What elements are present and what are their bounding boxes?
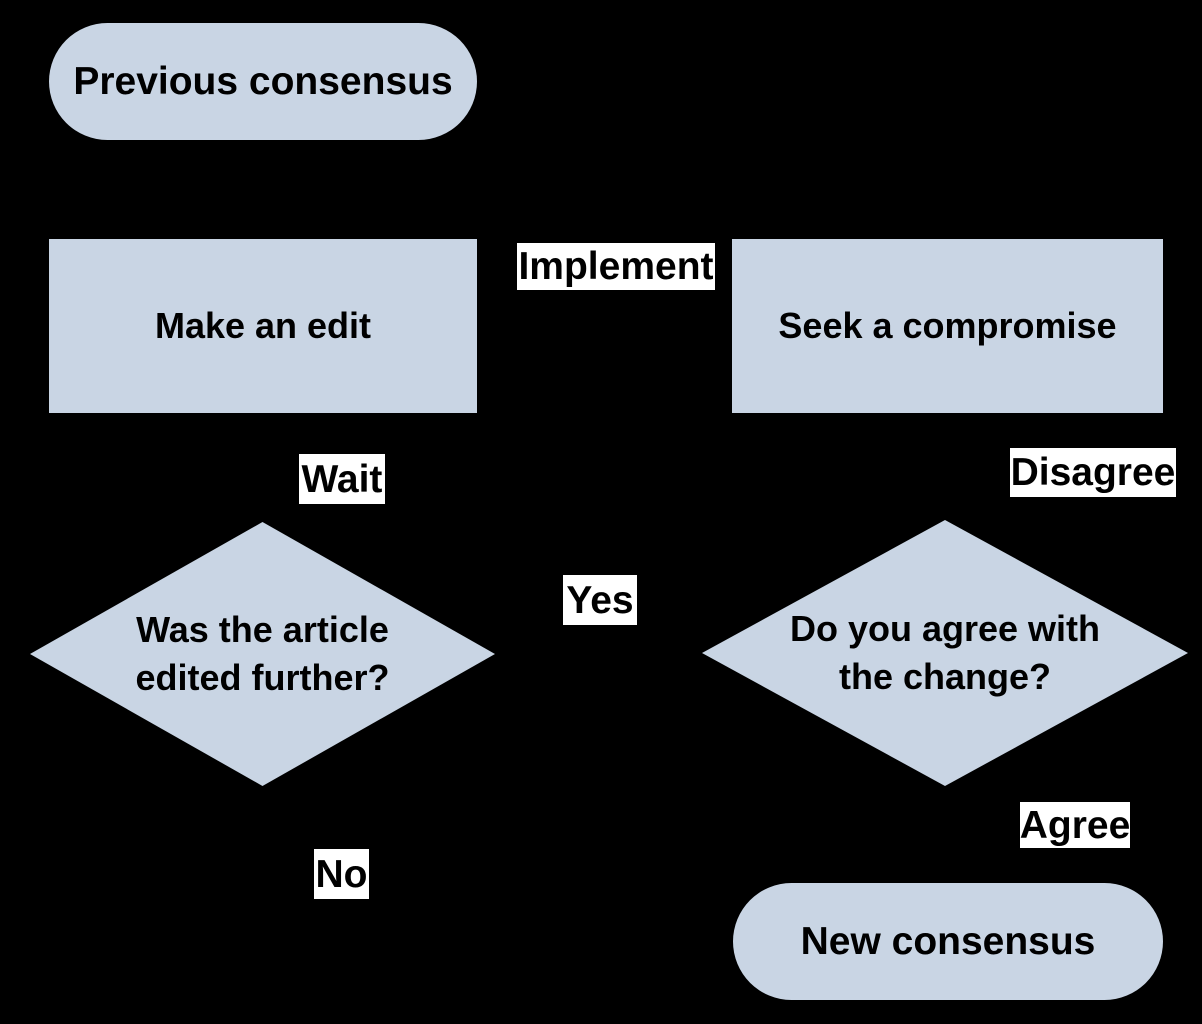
disagree-label-text: Disagree <box>1010 451 1176 494</box>
edge-label-yes: Yes <box>563 575 637 625</box>
seek-a-compromise-label: Seek a compromise <box>778 305 1117 346</box>
article-edited-question-line1: Was the article <box>136 609 389 650</box>
agree-change-question-line1: Do you agree with <box>789 608 1101 649</box>
new-consensus-label: New consensus <box>800 919 1096 963</box>
decision-node-agree-with-change: Do you agree with the change? <box>702 520 1188 786</box>
edge-label-wait: Wait <box>299 454 385 504</box>
edge-label-no: No <box>314 849 369 899</box>
no-label-text: No <box>315 852 368 896</box>
make-an-edit-label: Make an edit <box>154 305 372 346</box>
wait-label-text: Wait <box>301 457 383 501</box>
article-edited-question-line2: edited further? <box>135 657 390 698</box>
terminator-node-previous-consensus: Previous consensus <box>49 23 477 140</box>
yes-label-text: Yes <box>566 578 634 622</box>
edge-label-agree: Agree <box>1020 802 1130 848</box>
implement-label-text: Implement <box>518 245 714 288</box>
previous-consensus-label: Previous consensus <box>73 59 453 103</box>
agree-change-question-line2: the change? <box>838 656 1051 697</box>
agree-change-question: Do you agree with the change? <box>790 605 1100 701</box>
edge-label-implement: Implement <box>517 243 715 290</box>
article-edited-question: Was the article edited further? <box>135 606 389 702</box>
agree-label-text: Agree <box>1019 803 1131 847</box>
decision-node-article-edited-further: Was the article edited further? <box>30 522 495 786</box>
edge-label-disagree: Disagree <box>1010 448 1176 497</box>
terminator-node-new-consensus: New consensus <box>733 883 1163 1000</box>
process-node-seek-a-compromise: Seek a compromise <box>732 239 1163 413</box>
process-node-make-an-edit: Make an edit <box>49 239 477 413</box>
